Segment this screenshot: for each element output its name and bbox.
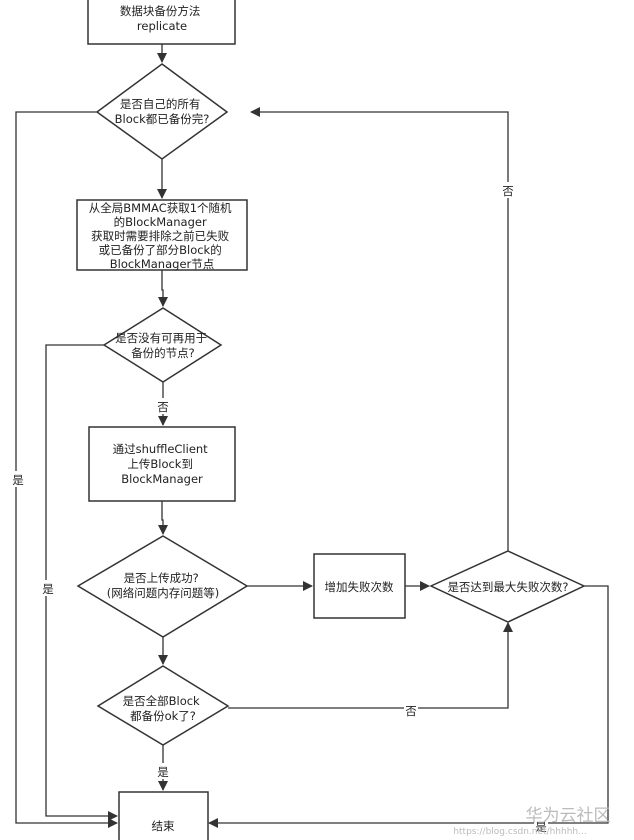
text-max-fail: 是否达到最大失败次数?	[447, 580, 568, 594]
text-pick-line-5: BlockManager节点	[110, 257, 215, 271]
text-upload: 通过shuffleClient 上传Block到 BlockManager	[113, 442, 212, 486]
text-inc-fail: 增加失败次数	[325, 580, 394, 594]
text-upload-ok-line-1: 是否上传成功?	[124, 571, 199, 585]
node-upload-ok	[76, 535, 249, 638]
text-start: 数据块备份方法 replicate	[120, 4, 204, 33]
text-max-fail-line-1: 是否达到最大失败次数?	[447, 580, 568, 594]
node-all-backed-up	[95, 63, 229, 160]
text-no-node-line-1: 是否没有可再用于	[115, 331, 207, 345]
label-all-ok-no: 否	[405, 704, 417, 718]
watermark-url: https://blog.csdn.net/hhhhh...	[453, 827, 586, 837]
node-texts: 数据块备份方法 replicate 是否自己的所有 Block都已备份完? 从全…	[89, 4, 569, 833]
node-max-fail	[429, 550, 586, 623]
text-no-node-line-2: 备份的节点?	[131, 346, 195, 360]
text-upload-ok: 是否上传成功? (网络问题内存问题等)	[107, 571, 219, 600]
edge-all-backed-up-yes	[15, 111, 118, 828]
edge-all-ok-no	[228, 622, 513, 709]
text-end: 结束	[152, 819, 175, 833]
node-pick-manager	[76, 199, 248, 271]
text-all-backed-up-line-2: Block都已备份完?	[115, 112, 210, 126]
edge-labels: 是 是 否 是 否 否 是	[10, 182, 548, 834]
watermark: 华为云社区 https://blog.csdn.net/hhhhh...	[453, 806, 610, 837]
text-pick-line-2: 的BlockManager	[114, 215, 207, 229]
label-all-backed-up-yes: 是	[12, 473, 24, 487]
text-pick-line-4: 或已备份了部分Block的	[99, 243, 222, 257]
node-inc-fail	[313, 553, 406, 619]
text-all-ok-line-2: 都备份ok了?	[130, 709, 196, 723]
node-end	[118, 791, 209, 840]
text-no-node: 是否没有可再用于 备份的节点?	[115, 331, 211, 360]
text-upload-line-2: 上传Block到	[127, 457, 193, 471]
text-all-backed-up-line-1: 是否自己的所有	[120, 97, 201, 111]
text-upload-line-3: BlockManager	[121, 472, 203, 486]
label-max-fail-no: 否	[502, 184, 514, 198]
watermark-brand: 华为云社区	[526, 806, 611, 826]
text-inc-fail-line-1: 增加失败次数	[325, 580, 394, 594]
node-no-node	[102, 307, 223, 383]
node-upload	[88, 426, 236, 502]
nodes	[76, 0, 586, 840]
edge-max-fail-no	[250, 107, 509, 551]
text-upload-ok-line-2: (网络问题内存问题等)	[107, 586, 219, 600]
edge-max-fail-yes	[208, 585, 609, 828]
text-pick-line-3: 获取时需要排除之前已失败	[91, 229, 229, 243]
label-no-node-yes: 是	[42, 582, 54, 596]
text-end-line-1: 结束	[152, 819, 175, 833]
text-pick-manager: 从全局BMMAC获取1个随机 的BlockManager 获取时需要排除之前已失…	[89, 201, 235, 271]
text-start-line-2: replicate	[137, 19, 187, 33]
label-all-ok-yes: 是	[157, 765, 169, 779]
edge-upload-to-upload-ok	[158, 501, 168, 535]
text-pick-line-1: 从全局BMMAC获取1个随机	[89, 201, 232, 215]
node-all-ok	[96, 665, 230, 746]
node-start	[87, 0, 236, 45]
label-max-fail-yes: 是	[535, 820, 547, 834]
text-all-ok: 是否全部Block 都备份ok了?	[123, 694, 204, 723]
text-upload-line-1: 通过shuffleClient	[113, 442, 209, 456]
label-no-node-no: 否	[157, 400, 169, 414]
text-all-ok-line-1: 是否全部Block	[123, 694, 200, 708]
edge-pick-to-no-node	[158, 270, 168, 307]
text-start-line-1: 数据块备份方法	[120, 4, 201, 18]
text-all-backed-up: 是否自己的所有 Block都已备份完?	[115, 97, 210, 126]
